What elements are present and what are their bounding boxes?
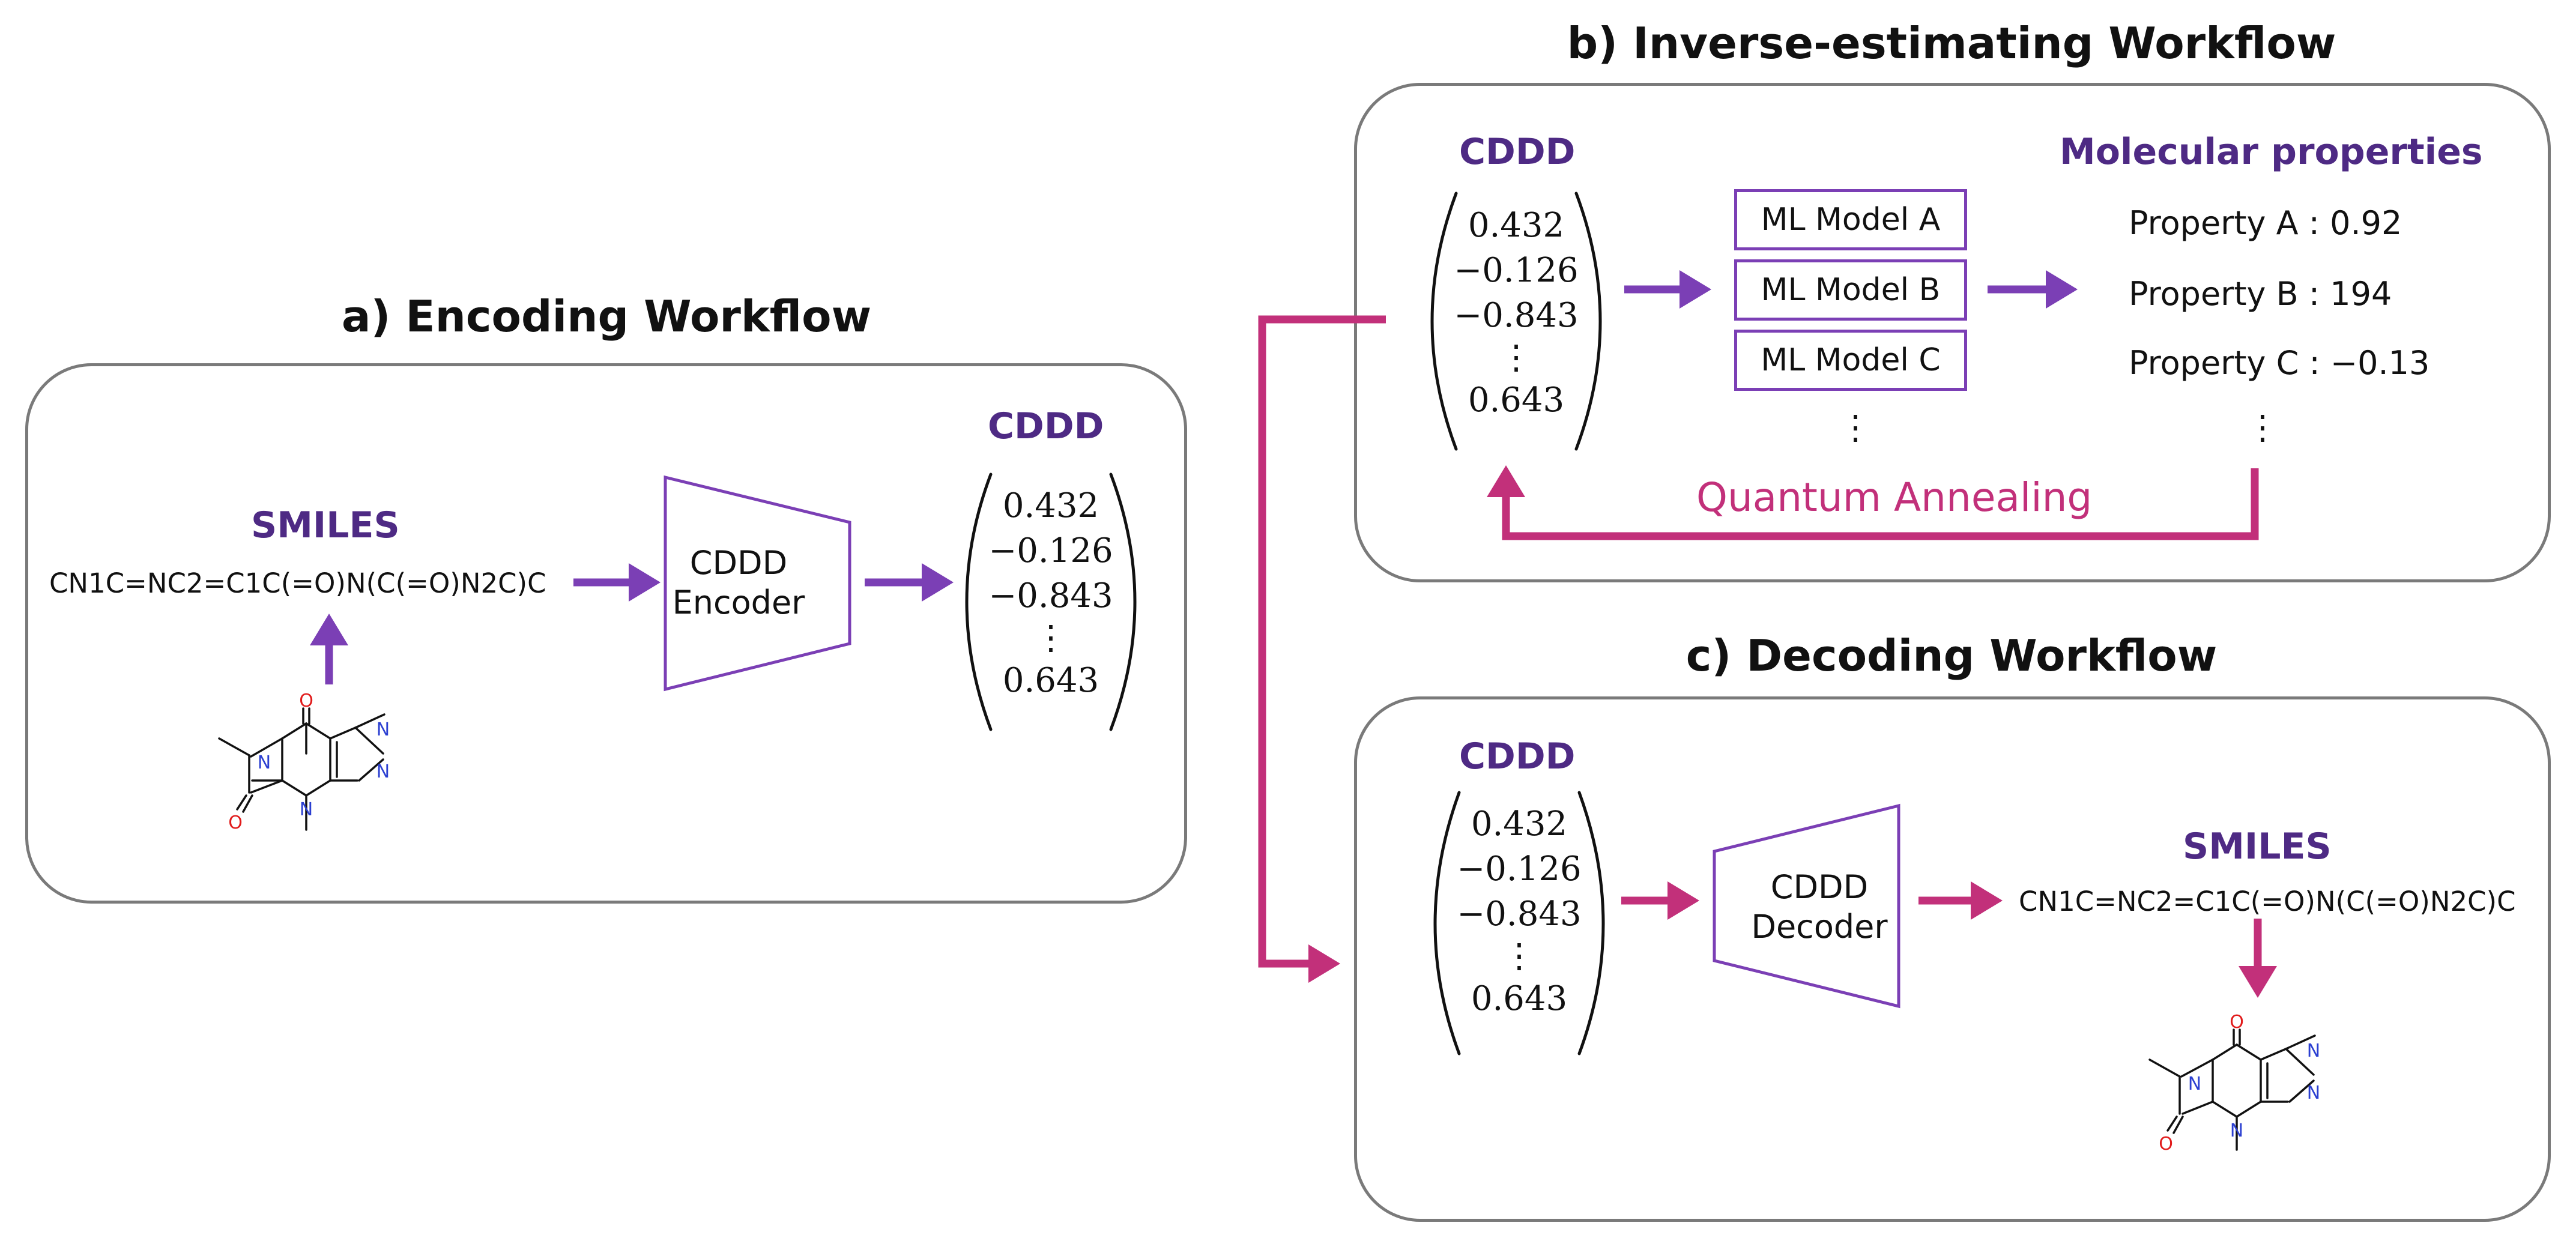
atom-nitrogen: N: [2230, 1120, 2243, 1141]
inverse-title: b) Inverse-estimating Workflow: [1567, 18, 2336, 68]
atom-nitrogen: N: [2307, 1040, 2320, 1061]
encoder-trapezoid: [664, 475, 851, 692]
decoding-title: c) Decoding Workflow: [1686, 630, 2218, 681]
ml-model-c-box: ML Model C: [1734, 330, 1967, 391]
encoding-smiles-string: CN1C=NC2=C1C(=O)N(C(=O)N2C)C: [49, 567, 546, 599]
arrowhead: [1667, 881, 1699, 920]
atom-nitrogen: N: [376, 719, 390, 740]
arrowhead: [629, 563, 661, 602]
decoding-panel: [1354, 696, 2551, 1222]
vector-value: 0.432: [1002, 486, 1099, 525]
right-bracket: [1574, 192, 1602, 451]
ml-models-ellipsis: ⋮: [1839, 408, 1872, 447]
property-b-value: Property B : 194: [2129, 275, 2392, 313]
arrowhead: [1680, 270, 1711, 309]
vector-ellipsis: ⋮: [1034, 618, 1068, 657]
vector-value: −0.126: [1457, 850, 1582, 889]
property-c-value: Property C : −0.13: [2129, 344, 2430, 382]
arrowhead: [1487, 465, 1525, 497]
atom-nitrogen: N: [376, 761, 390, 782]
left-bracket: [1433, 791, 1461, 1055]
atom-nitrogen: N: [300, 799, 313, 820]
vector-value: 0.643: [1002, 661, 1099, 700]
properties-ellipsis: ⋮: [2246, 408, 2279, 447]
arrowhead: [1971, 881, 2003, 920]
atom-nitrogen: N: [2188, 1073, 2201, 1095]
vector-value: 0.643: [1468, 381, 1565, 420]
encoding-smiles-label: SMILES: [251, 504, 400, 546]
inverse-cddd-label: CDDD: [1459, 131, 1576, 173]
decoder-label: CDDD Decoder: [1741, 868, 1897, 947]
vector-value: 0.432: [1468, 206, 1565, 245]
encoding-cddd-label: CDDD: [988, 405, 1104, 447]
atom-oxygen: O: [228, 812, 243, 833]
decoder-label-line1: CDDD: [1770, 868, 1869, 906]
encoder-label-line2: Encoder: [672, 584, 805, 621]
quantum-annealing-loop: [1502, 468, 2259, 540]
atom-nitrogen: N: [2307, 1082, 2320, 1104]
property-a-value: Property A : 0.92: [2129, 204, 2402, 242]
decoder-label-line2: Decoder: [1751, 908, 1888, 946]
decoding-cddd-label: CDDD: [1459, 735, 1576, 778]
decoding-smiles-label: SMILES: [2183, 826, 2332, 868]
decoding-cddd-vector: 0.432 −0.126 −0.843 ⋮ 0.643: [1447, 802, 1591, 1021]
vector-ellipsis: ⋮: [1499, 338, 1533, 377]
vector-value: −0.126: [988, 531, 1113, 570]
encoder-label: CDDD Encoder: [667, 543, 811, 623]
vector-value: −0.843: [988, 576, 1113, 615]
arrowhead: [310, 614, 348, 645]
vector-value: 0.643: [1471, 979, 1568, 1018]
atom-oxygen: O: [2230, 1012, 2244, 1033]
arrowhead: [1308, 944, 1340, 983]
right-bracket: [1109, 473, 1137, 731]
quantum-annealing-label: Quantum Annealing: [1696, 474, 2093, 521]
encoder-label-line1: CDDD: [689, 544, 788, 582]
caffeine-structure-encoding: [218, 707, 385, 831]
atom-oxygen: O: [2159, 1134, 2173, 1155]
arrowhead: [2046, 270, 2078, 309]
inverse-cddd-vector: 0.432 −0.126 −0.843 ⋮ 0.643: [1444, 203, 1588, 423]
right-bracket: [1577, 791, 1605, 1055]
molecular-properties-label: Molecular properties: [2060, 131, 2483, 173]
encoding-cddd-vector: 0.432 −0.126 −0.843 ⋮ 0.643: [979, 483, 1123, 703]
arrowhead: [2239, 966, 2277, 998]
vector-value: −0.843: [1457, 895, 1582, 934]
vector-value: 0.432: [1471, 805, 1568, 844]
caffeine-structure-decoding: [2148, 1028, 2316, 1151]
decoding-smiles-string: CN1C=NC2=C1C(=O)N(C(=O)N2C)C: [2019, 886, 2516, 917]
ml-model-a-box: ML Model A: [1734, 189, 1967, 250]
atom-oxygen: O: [299, 690, 313, 711]
vector-value: −0.843: [1454, 296, 1579, 335]
left-bracket: [1430, 192, 1458, 451]
vector-value: −0.126: [1454, 251, 1579, 290]
arrowhead: [922, 563, 954, 602]
vector-ellipsis: ⋮: [1502, 937, 1536, 976]
atom-nitrogen: N: [258, 752, 271, 773]
encoding-panel: [25, 363, 1187, 904]
ml-model-b-box: ML Model B: [1734, 259, 1967, 321]
encoding-title: a) Encoding Workflow: [341, 291, 872, 342]
left-bracket: [965, 473, 993, 731]
connector-inverse-to-decoding: [1258, 315, 1386, 968]
decoder-trapezoid: [1713, 803, 1900, 1009]
